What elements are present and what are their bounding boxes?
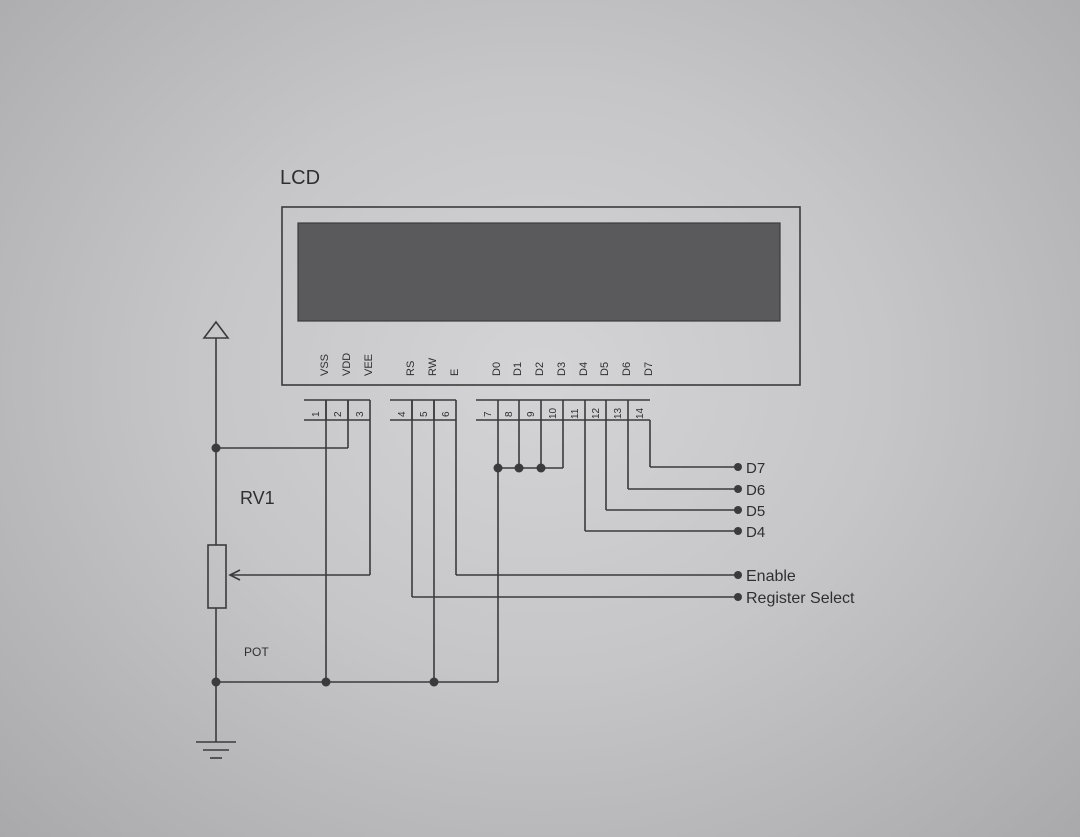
pin-label-vee: VEE <box>363 354 375 376</box>
pin-label-vdd: VDD <box>341 353 353 376</box>
terminal-register-select <box>734 593 742 601</box>
pin-number-5: 5 <box>419 411 430 417</box>
pin-label-d1: D1 <box>512 362 524 376</box>
pin-label-d6: D6 <box>621 362 633 376</box>
pin-number-3: 3 <box>355 411 366 417</box>
lcd-module-outline <box>281 206 801 386</box>
junction-ground-left <box>211 677 221 687</box>
wiper-arrow-icon <box>228 569 241 581</box>
pin-number-9: 9 <box>526 411 537 417</box>
junction-vdd <box>211 443 221 453</box>
lcd-screen <box>297 222 781 322</box>
junction-ground-vss <box>321 677 331 687</box>
terminal-d6 <box>734 485 742 493</box>
pin-number-4: 4 <box>397 411 408 417</box>
pin-number-2: 2 <box>333 411 344 417</box>
pin-label-rs: RS <box>405 361 417 376</box>
label-d5: D5 <box>746 503 765 520</box>
junction-ground-rw <box>429 677 439 687</box>
pin-number-10: 10 <box>548 407 559 419</box>
pin-number-13: 13 <box>613 407 624 419</box>
terminal-enable <box>734 571 742 579</box>
pin-leads <box>325 400 651 682</box>
label-d4: D4 <box>746 524 765 541</box>
lcd-title: LCD <box>280 167 320 189</box>
pin-label-d3: D3 <box>556 362 568 376</box>
label-d6: D6 <box>746 482 765 499</box>
pin-label-d0: D0 <box>491 362 503 376</box>
power-arrow-icon <box>202 320 230 339</box>
pin-label-d4: D4 <box>578 362 590 376</box>
pin-number-7: 7 <box>483 411 494 417</box>
pin-number-6: 6 <box>441 411 452 417</box>
label-enable: Enable <box>746 568 796 585</box>
pin-label-e: E <box>449 369 461 376</box>
pin-number-8: 8 <box>504 411 515 417</box>
potentiometer-body <box>207 544 227 609</box>
pot-type-label: POT <box>244 645 269 659</box>
pin-label-d7: D7 <box>643 362 655 376</box>
label-register-select: Register Select <box>746 590 855 607</box>
label-d7: D7 <box>746 460 765 477</box>
terminal-d4 <box>734 527 742 535</box>
pin-number-1: 1 <box>311 411 322 417</box>
junction-d0 <box>493 463 503 473</box>
pin-number-14: 14 <box>635 407 646 419</box>
lcd-pin-numbers: 1 2 3 4 5 6 7 8 9 10 11 12 13 14 <box>311 407 646 419</box>
pin-number-11: 11 <box>570 408 581 419</box>
junction-d2 <box>536 463 546 473</box>
pot-ref-label: RV1 <box>240 488 275 508</box>
pin-number-12: 12 <box>591 407 602 419</box>
ground-icon <box>196 741 236 759</box>
pin-label-d2: D2 <box>534 362 546 376</box>
terminal-d7 <box>734 463 742 471</box>
pin-label-rw: RW <box>427 357 439 376</box>
junction-d1 <box>514 463 524 473</box>
pin-label-d5: D5 <box>599 362 611 376</box>
lcd-pin-labels: VSS VDD VEE RS RW E D0 D1 D2 D3 D4 D5 D6… <box>319 353 655 376</box>
terminal-d5 <box>734 506 742 514</box>
pin-label-vss: VSS <box>319 354 331 376</box>
